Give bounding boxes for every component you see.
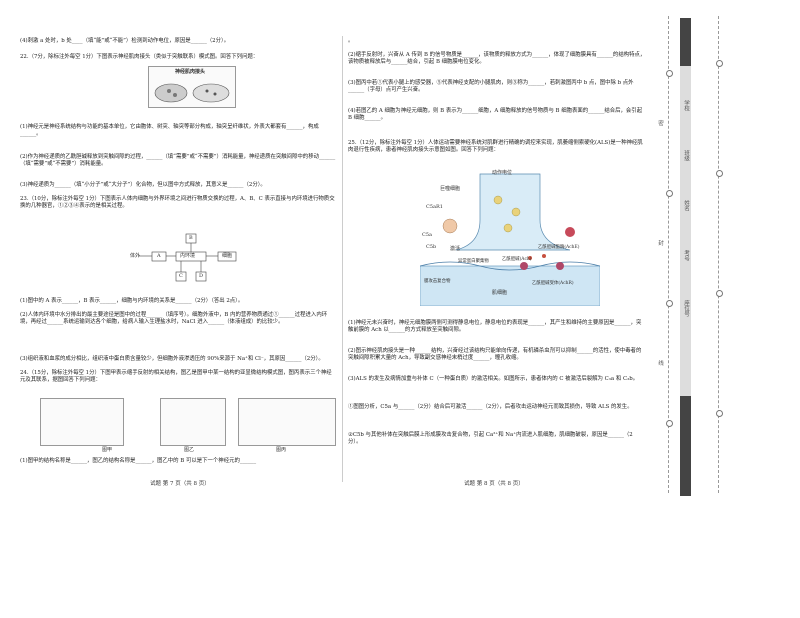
binding-hole bbox=[666, 70, 673, 77]
flow-B-label: B bbox=[189, 235, 193, 241]
margin-label-class: 班级 bbox=[683, 150, 689, 162]
junction-drawing bbox=[154, 83, 230, 103]
achr-label: 乙酰胆碱受体(AchR) bbox=[532, 281, 574, 286]
seal-char-xian: 线 bbox=[657, 360, 663, 366]
q23-part1: (1)图中的 A 表示______，B 表示______，细胞与内环境的关系是_… bbox=[20, 298, 244, 304]
q21-part4: (4)刺激 a 处时，b 处____（填“能”或“不能”）检测到动作电位，原因是… bbox=[20, 38, 230, 44]
q25-part1: (1)神经元未兴奋时，神经元细胞膜两侧可测得静息电位，静息电位的表现是_____… bbox=[348, 320, 642, 333]
binding-hole bbox=[666, 300, 673, 307]
binding-margin: 学校 班级 姓名 考号 座位号 密 封 线 bbox=[657, 0, 800, 618]
ache-label: 乙酰胆碱酯酶(AchE) bbox=[538, 245, 580, 250]
seal-line-left bbox=[668, 16, 669, 493]
exchange-flow-diagram: 体外 A 内环境 细胞 B C D bbox=[130, 230, 260, 286]
binding-hole bbox=[716, 410, 723, 417]
margin-label-id: 考号 bbox=[683, 250, 689, 262]
binding-hole bbox=[716, 60, 723, 67]
margin-label-seat: 座位号 bbox=[683, 300, 689, 317]
action-potential-label: 动作电位 bbox=[492, 170, 513, 176]
margin-label-school: 学校 bbox=[683, 100, 689, 112]
flow-C-label: C bbox=[179, 273, 183, 279]
q24-stem: 24.（15分，除标注外每空 1分）下图甲表示缩手反射的相关结构，图乙是图甲中某… bbox=[20, 370, 332, 383]
macrophage-label: 巨噬细胞 bbox=[440, 186, 461, 192]
margin-label-name: 姓名 bbox=[683, 200, 689, 212]
q24-part1-end: 。 bbox=[348, 38, 354, 44]
flow-A-label: A bbox=[157, 253, 161, 259]
q25-part2: (2)图示神经肌肉接头是一种______结构，兴奋经过该结构只能单向传递，有机磷… bbox=[348, 348, 642, 361]
q22-stem: 22.（7分，除标注外每空 1分）下图表示神经肌肉接头（类似于突触联系）模式图。… bbox=[20, 54, 259, 60]
binding-hole bbox=[716, 290, 723, 297]
q22-part3: (3)神经递质为______（填“小分子”或“大分子”）化合物，但以图中方式释放… bbox=[20, 182, 266, 188]
figure-yi bbox=[160, 398, 226, 446]
q24-part1: (1)图甲的结构名称是______，图乙的结构名称是______，图乙中的 B … bbox=[20, 458, 257, 464]
q22-part1a: (1)神经元是神经系统结构与功能的基本单位，它由胞体、树突、轴突等部分构成，轴突… bbox=[20, 124, 319, 137]
q24-part2: (2)缩手反射时，兴奋从 A 传到 B 的信号物质是______，该物质的释放方… bbox=[348, 52, 646, 65]
q23-part2: (2)人体内环境中水分排出的最主要途径是图中的过程______（填序号）。细胞外… bbox=[20, 312, 328, 325]
q25-stem: 25.（12分，除标注外每空 1分）人体运动需要神经系统对肌群进行精确的调控来实… bbox=[348, 140, 643, 153]
q25-part3-2: ②C5b 与其他补体在突触后膜上形成膜攻击复合物，引起 Ca²⁺和 Na⁺内流进… bbox=[348, 432, 633, 445]
seal-char-feng: 封 bbox=[657, 240, 663, 246]
muscle-cell-label: 肌细胞 bbox=[492, 290, 508, 296]
figure-yi-caption: 图乙 bbox=[184, 447, 195, 453]
mac-label: 膜攻击复合物 bbox=[424, 279, 451, 284]
footer-left: 试题 第 7 页（共 8 页） bbox=[150, 481, 210, 487]
flow-D-label: D bbox=[199, 273, 204, 279]
q24-part4: (4)若图乙的 A 细胞为神经元细胞，则 B 表示为______细胞，A 细胞释… bbox=[348, 108, 643, 121]
flow-cell-label: 细胞 bbox=[222, 253, 233, 259]
page-divider bbox=[342, 36, 343, 482]
activation-label: 激活 bbox=[450, 246, 461, 252]
figure-jia-caption: 图甲 bbox=[102, 447, 113, 453]
q23-part3: (3)组织液和血浆的成分相比，组织液中蛋白质含量较少，但细胞外液渗透压的 90%… bbox=[20, 356, 324, 362]
c5ar1-label: C5aR1 bbox=[426, 204, 443, 210]
figure-jia bbox=[40, 398, 124, 446]
margin-info-band bbox=[680, 66, 691, 396]
seal-line-right bbox=[718, 16, 719, 493]
margin-bar-top bbox=[680, 18, 691, 66]
seal-char-mi: 密 bbox=[657, 120, 663, 126]
q25-part3-1: ①图图分析，C5a 与______（2分）结合后可激活______（2分），后者… bbox=[348, 404, 633, 410]
footer-right: 试题 第 8 页（共 8 页） bbox=[464, 481, 524, 487]
ach-label: 乙酰胆碱(Ach) bbox=[502, 257, 532, 262]
q25-part3: (3)ALS 的发生及病情加重与补体 C（一种蛋白质）的激活相关。如图所示，患者… bbox=[348, 376, 639, 382]
margin-bar-bottom bbox=[680, 396, 691, 496]
abnormal-protein-label: 异常蛋白聚集物 bbox=[458, 259, 489, 264]
q24-part3: (3)图丙中若①代表小腿上的感受器，⑤代表神经支配的小腿肌肉，则③称为_____… bbox=[348, 80, 634, 93]
figure-bing bbox=[238, 398, 336, 446]
c5a-label: C5a bbox=[422, 232, 432, 238]
q22-part2: (2)作为神经递质的乙酰胆碱释放到突触间隙的过程，______（填“需要”或“不… bbox=[20, 154, 336, 167]
binding-hole bbox=[666, 190, 673, 197]
binding-hole bbox=[666, 420, 673, 427]
flow-internal-env-label: 内环境 bbox=[180, 253, 196, 259]
neuromuscular-junction-figure: 神经肌肉接头 bbox=[148, 66, 236, 108]
binding-hole bbox=[716, 170, 723, 177]
c5b-label: C5b bbox=[426, 244, 437, 250]
flow-outside-label: 体外 bbox=[130, 253, 141, 259]
figure-title: 神经肌肉接头 bbox=[175, 69, 206, 75]
als-diagram: 动作电位 巨噬细胞 C5aR1 C5a C5b 激活 乙酰胆碱酯酶(AchE) … bbox=[419, 170, 601, 307]
figure-bing-caption: 图丙 bbox=[276, 447, 287, 453]
q23-stem: 23.（10分，除标注外每空 1分）下图表示人体内细胞与外界环境之间进行物质交换… bbox=[20, 196, 335, 209]
